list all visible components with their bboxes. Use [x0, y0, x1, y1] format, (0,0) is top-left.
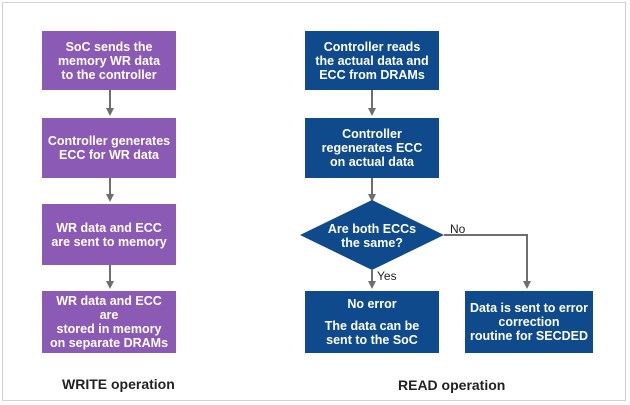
read-step-2: Controller regenerates ECC on actual dat… — [305, 118, 439, 178]
read-step-1: Controller reads the actual data and ECC… — [305, 31, 439, 90]
diagram-frame — [2, 2, 626, 401]
decision-label: Are both ECCs the same? — [327, 222, 417, 250]
write-step-1: SoC sends the memory WR data to the cont… — [42, 31, 176, 90]
no-error-result: No error The data can be sent to the SoC — [305, 291, 439, 353]
write-operation-title: WRITE operation — [62, 376, 175, 392]
read-arrow-no — [444, 234, 531, 289]
yes-label: Yes — [377, 269, 397, 283]
write-step-4: WR data and ECC are stored in memory on … — [42, 291, 176, 353]
no-label: No — [450, 222, 466, 236]
write-step-2: Controller generates ECC for WR data — [42, 118, 176, 178]
write-step-3: WR data and ECC are sent to memory — [42, 204, 176, 265]
read-operation-title: READ operation — [398, 377, 506, 393]
decision-diamond — [300, 200, 444, 270]
error-correction-result: Data is sent to error correction routine… — [465, 291, 593, 353]
